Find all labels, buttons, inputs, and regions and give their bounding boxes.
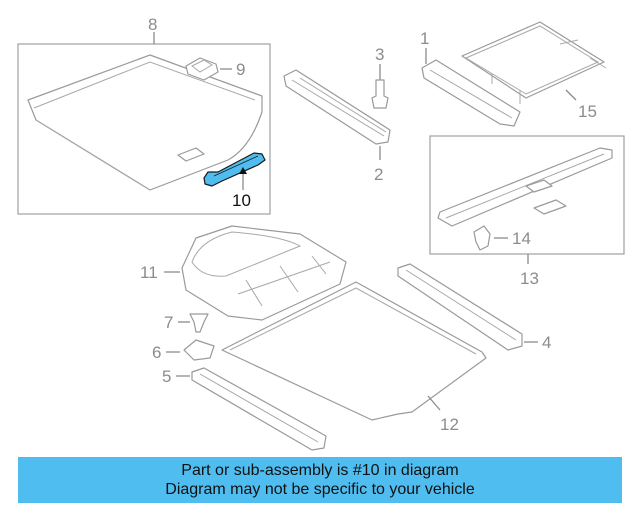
banner-line-1: Part or sub-assembly is #10 in diagram — [181, 462, 459, 479]
callout-3: 3 — [375, 45, 384, 64]
callout-12: 12 — [440, 415, 459, 434]
callout-10: 10 — [232, 191, 251, 210]
callout-15: 15 — [578, 102, 597, 121]
banner-line-2: Diagram may not be specific to your vehi… — [165, 481, 475, 498]
callout-1: 1 — [420, 29, 429, 48]
callout-8: 8 — [148, 15, 157, 34]
callout-6: 6 — [152, 343, 161, 362]
callout-5: 5 — [162, 367, 171, 386]
part-12-mat — [221, 281, 487, 421]
callout-7: 7 — [164, 313, 173, 332]
part-10-strap — [203, 152, 266, 187]
part-6-clip — [183, 339, 215, 361]
callout-2: 2 — [374, 165, 383, 184]
parts-diagram: 8 9 10 3 2 1 15 14 13 11 — [17, 15, 625, 451]
part-7-screw — [189, 313, 209, 333]
part-4-rail — [397, 263, 523, 351]
part-14-clip — [473, 225, 491, 251]
part-11-tub — [181, 225, 347, 321]
part-15-cover-net — [461, 21, 605, 99]
part-3-bolt — [371, 79, 389, 109]
callout-14: 14 — [512, 229, 531, 248]
part-13-trim — [437, 147, 613, 227]
part-8-floor-board — [27, 54, 263, 191]
callout-11: 11 — [140, 263, 158, 282]
callout-13: 13 — [520, 269, 539, 288]
callout-9: 9 — [236, 60, 245, 79]
callout-4: 4 — [542, 333, 551, 352]
info-banner: Part or sub-assembly is #10 in diagram D… — [18, 457, 622, 503]
part-1-housing — [421, 59, 521, 127]
